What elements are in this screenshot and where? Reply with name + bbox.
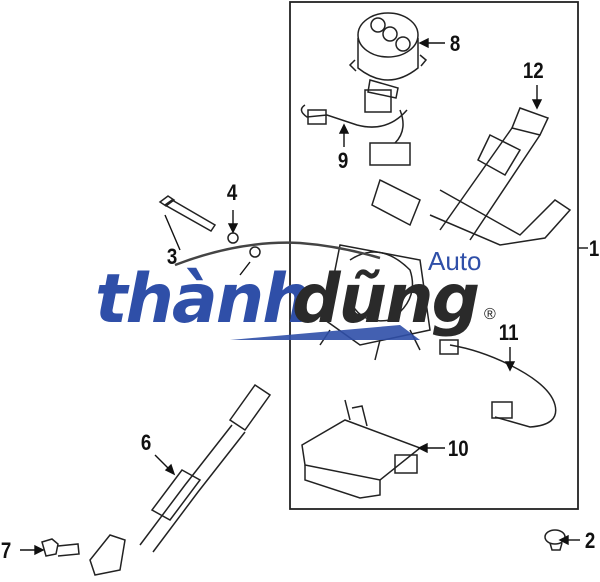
washer-part-5	[249, 246, 261, 258]
callout-4: 4	[226, 180, 238, 205]
callout-9: 9	[337, 148, 349, 173]
watermark-registered: ®	[484, 306, 496, 323]
watermark-word-dung: dũng	[292, 260, 480, 339]
watermark-underline	[230, 325, 420, 340]
callout-2: 2	[584, 528, 596, 553]
washer-part-4	[227, 232, 239, 244]
harness-part-11	[439, 339, 557, 428]
callout-3: 3	[166, 244, 178, 269]
watermark-word-thanh: thành	[95, 260, 311, 339]
bolt-part-7	[41, 538, 80, 557]
assembly-group-box	[289, 1, 579, 510]
callout-8: 8	[449, 31, 461, 56]
callout-6: 6	[140, 430, 152, 455]
bolt-part-3	[158, 195, 217, 232]
intermediate-shaft-part	[89, 383, 272, 576]
callout-7: 7	[0, 538, 12, 563]
lock-cylinder-part	[348, 12, 428, 99]
watermark-swoosh	[174, 241, 381, 267]
callout-11: 11	[498, 320, 519, 345]
callout-12: 12	[522, 58, 544, 83]
control-module-part	[301, 399, 422, 499]
harness-part-9	[300, 89, 411, 166]
watermark-auto: Auto	[428, 246, 482, 276]
callout-10: 10	[447, 436, 469, 461]
callout-1: 1	[588, 236, 600, 261]
